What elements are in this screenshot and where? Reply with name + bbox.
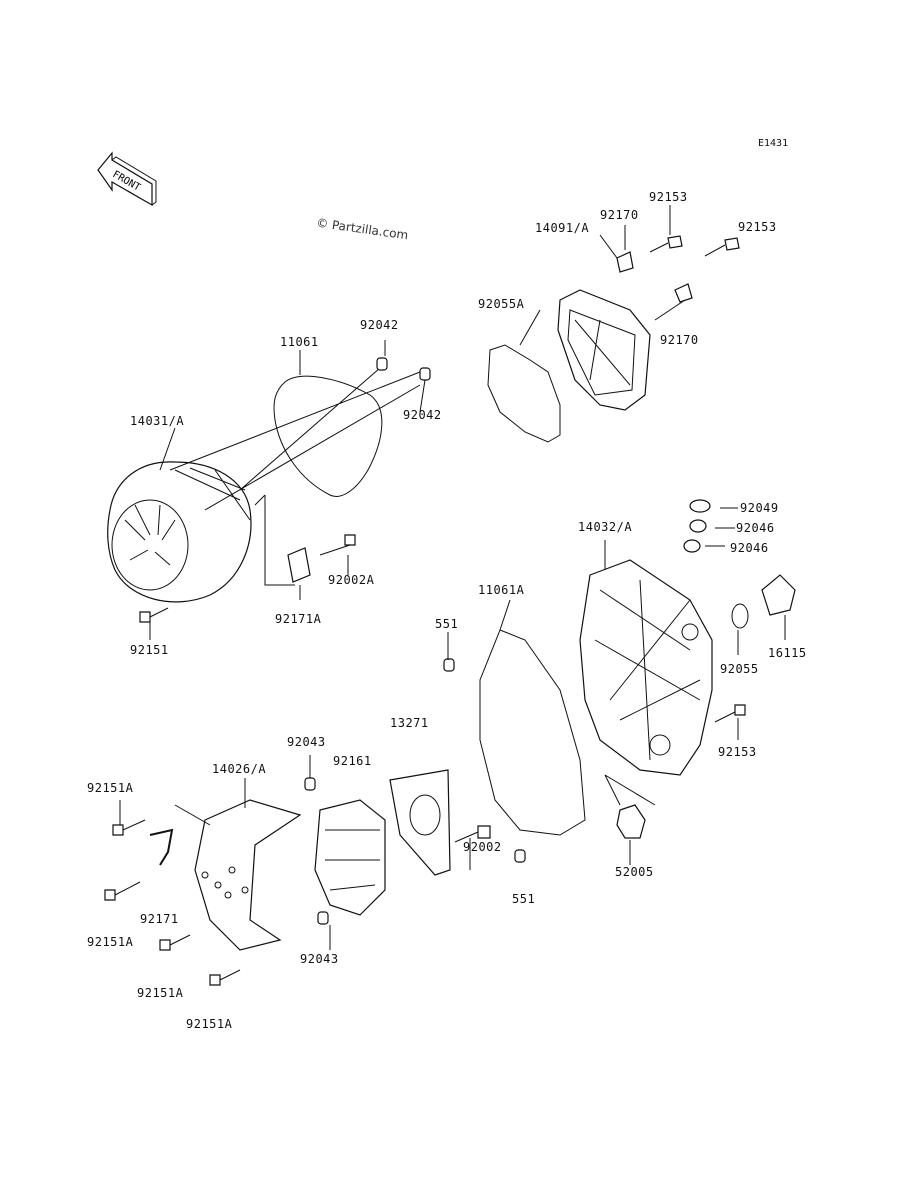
label-11061A[interactable]: 11061A	[478, 583, 525, 597]
label-92002[interactable]: 92002	[463, 840, 502, 854]
label-92153-right[interactable]: 92153	[738, 220, 777, 234]
label-92161[interactable]: 92161	[333, 754, 372, 768]
front-arrow-icon: FRONT	[97, 151, 157, 207]
label-92042-mid[interactable]: 92042	[403, 408, 442, 422]
label-11061[interactable]: 11061	[280, 335, 319, 349]
label-14032A[interactable]: 14032/A	[578, 520, 633, 534]
label-92002A[interactable]: 92002A	[328, 573, 375, 587]
label-13271[interactable]: 13271	[390, 716, 429, 730]
sprocket-cover-14026A	[194, 799, 302, 951]
label-16115[interactable]: 16115	[768, 646, 807, 660]
label-14091A[interactable]: 14091/A	[535, 221, 590, 235]
label-92049[interactable]: 92049	[740, 501, 779, 515]
label-52005[interactable]: 52005	[615, 865, 654, 879]
label-92046-a[interactable]: 92046	[736, 521, 775, 535]
pulser-cover-14091A	[557, 289, 651, 411]
label-92153-top[interactable]: 92153	[649, 190, 688, 204]
plate-13271	[389, 769, 451, 876]
damper-92161	[314, 799, 386, 916]
label-92153-low[interactable]: 92153	[718, 745, 757, 759]
label-92043-bottom[interactable]: 92043	[300, 952, 339, 966]
label-92151A-1[interactable]: 92151A	[87, 781, 134, 795]
generator-cover-14031A	[107, 461, 252, 603]
label-551-top[interactable]: 551	[435, 617, 459, 631]
label-92170-right[interactable]: 92170	[660, 333, 699, 347]
label-92055A[interactable]: 92055A	[478, 297, 525, 311]
label-92170-top[interactable]: 92170	[600, 208, 639, 222]
label-92171A[interactable]: 92171A	[275, 612, 322, 626]
label-92042-top[interactable]: 92042	[360, 318, 399, 332]
label-92151[interactable]: 92151	[130, 643, 169, 657]
label-92043-top[interactable]: 92043	[287, 735, 326, 749]
label-92151A-4[interactable]: 92151A	[186, 1017, 233, 1031]
label-92151A-3[interactable]: 92151A	[137, 986, 184, 1000]
label-551-bottom[interactable]: 551	[512, 892, 536, 906]
clutch-cover-14032A	[579, 559, 713, 776]
label-14031A[interactable]: 14031/A	[130, 414, 185, 428]
label-92055[interactable]: 92055	[720, 662, 759, 676]
diagram-code: E1431	[758, 138, 789, 149]
label-92171[interactable]: 92171	[140, 912, 179, 926]
label-92151A-2[interactable]: 92151A	[87, 935, 134, 949]
label-14026A[interactable]: 14026/A	[212, 762, 267, 776]
label-92046-b[interactable]: 92046	[730, 541, 769, 555]
gasket-11061	[273, 375, 383, 497]
